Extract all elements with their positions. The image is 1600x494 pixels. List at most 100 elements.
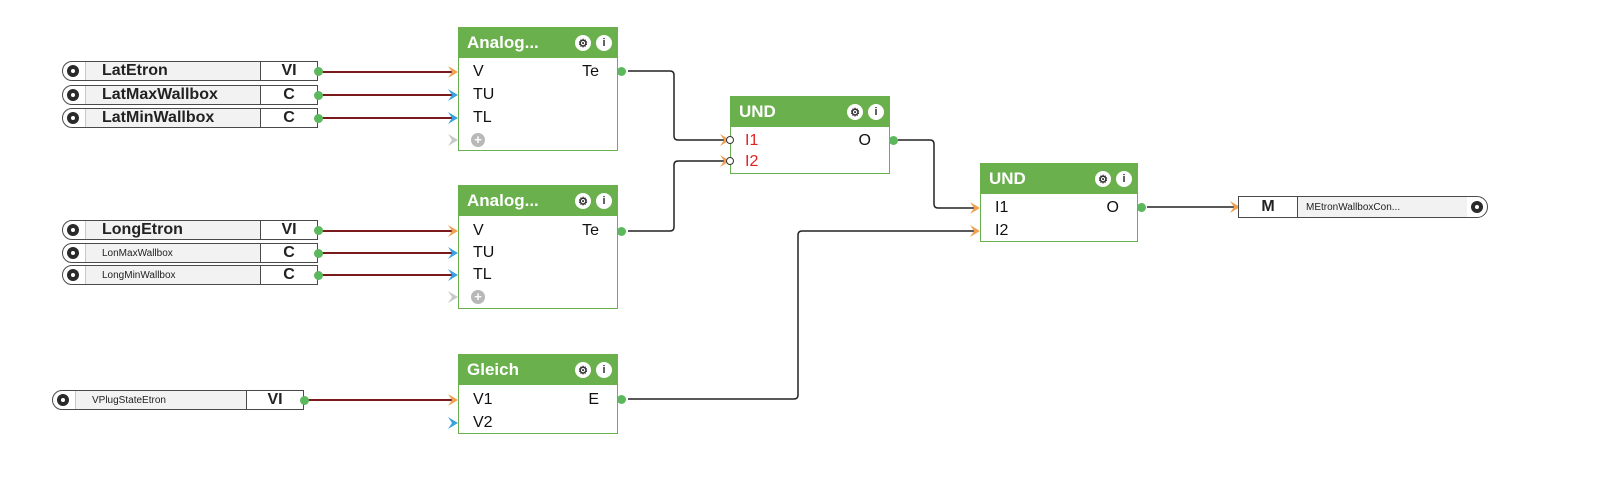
var-name: LatMinWallbox bbox=[85, 109, 260, 127]
output-pin[interactable] bbox=[617, 395, 626, 404]
var-type: VI bbox=[260, 62, 317, 80]
input-var-longminwallbox[interactable]: LongMinWallbox C bbox=[62, 265, 323, 285]
add-input-icon[interactable]: + bbox=[471, 133, 485, 147]
gear-icon[interactable]: ⚙ bbox=[575, 35, 591, 51]
output-var-metronwallbox[interactable]: M MEtronWallboxCon... bbox=[1238, 196, 1488, 218]
input-port-i1: I1 bbox=[995, 199, 1009, 216]
input-pin[interactable] bbox=[448, 112, 458, 124]
gear-icon[interactable] bbox=[67, 89, 79, 101]
var-name: VPlugStateEtron bbox=[75, 391, 246, 409]
input-port-i1: I1 bbox=[745, 132, 759, 149]
input-pin[interactable] bbox=[970, 225, 980, 237]
output-pin[interactable] bbox=[1137, 203, 1146, 212]
und-block-1[interactable]: UND ⚙ i I1 I2 O bbox=[730, 96, 890, 174]
input-pin[interactable] bbox=[970, 202, 980, 214]
gear-icon[interactable] bbox=[67, 269, 79, 281]
input-var-latmaxwallbox[interactable]: LatMaxWallbox C bbox=[62, 85, 323, 105]
input-var-vplugstateetron[interactable]: VPlugStateEtron VI bbox=[52, 390, 309, 410]
output-pin[interactable] bbox=[314, 91, 323, 100]
var-name: MEtronWallboxCon... bbox=[1298, 197, 1467, 217]
wire-analog1-und1[interactable] bbox=[628, 70, 727, 141]
gleich-block[interactable]: Gleich ⚙ i V1 V2 E bbox=[458, 354, 618, 434]
gear-icon[interactable] bbox=[67, 224, 79, 236]
input-pin[interactable] bbox=[448, 417, 458, 429]
block-header[interactable]: UND ⚙ i bbox=[731, 97, 889, 127]
negation-icon[interactable] bbox=[726, 157, 734, 165]
block-header[interactable]: Gleich ⚙ i bbox=[459, 355, 617, 385]
info-icon[interactable]: i bbox=[1116, 171, 1132, 187]
negation-icon[interactable] bbox=[726, 136, 734, 144]
block-title: Analog... bbox=[467, 191, 539, 210]
input-pin[interactable] bbox=[720, 155, 730, 167]
input-pin[interactable] bbox=[448, 394, 458, 406]
output-pin[interactable] bbox=[617, 67, 626, 76]
var-type: C bbox=[260, 266, 317, 284]
gear-icon[interactable]: ⚙ bbox=[847, 104, 863, 120]
output-pin[interactable] bbox=[314, 249, 323, 258]
analog-block-2[interactable]: Analog... ⚙ i V TU TL Te bbox=[458, 185, 618, 309]
info-icon[interactable]: i bbox=[596, 362, 612, 378]
input-pin[interactable] bbox=[448, 66, 458, 78]
block-title: UND bbox=[739, 102, 776, 121]
wire-und1-und2[interactable] bbox=[898, 139, 977, 209]
var-type: VI bbox=[246, 391, 303, 409]
gear-icon[interactable] bbox=[1471, 201, 1483, 213]
input-port-i2: I2 bbox=[995, 222, 1009, 239]
input-pin[interactable] bbox=[448, 225, 458, 237]
block-header[interactable]: UND ⚙ i bbox=[981, 164, 1137, 194]
gear-icon[interactable]: ⚙ bbox=[1095, 171, 1111, 187]
output-pin[interactable] bbox=[314, 114, 323, 123]
input-var-longetron[interactable]: LongEtron VI bbox=[62, 220, 323, 240]
analog-block-1[interactable]: Analog... ⚙ i V TU TL Te bbox=[458, 27, 618, 151]
input-pin[interactable] bbox=[448, 247, 458, 259]
block-header[interactable]: Analog... ⚙ i bbox=[459, 186, 617, 216]
var-name: LongEtron bbox=[85, 221, 260, 239]
input-port-tl: TL bbox=[473, 109, 492, 126]
input-port-tl: TL bbox=[473, 266, 492, 283]
gear-icon[interactable]: ⚙ bbox=[575, 362, 591, 378]
gear-icon[interactable] bbox=[57, 394, 69, 406]
output-pin[interactable] bbox=[300, 396, 309, 405]
input-pin[interactable] bbox=[448, 269, 458, 281]
gear-icon[interactable] bbox=[67, 247, 79, 259]
var-type: M bbox=[1239, 197, 1298, 217]
input-pin-empty[interactable] bbox=[448, 134, 458, 146]
input-port-v: V bbox=[473, 222, 484, 239]
add-input-icon[interactable]: + bbox=[471, 290, 485, 304]
var-name: LatEtron bbox=[85, 62, 260, 80]
gear-icon[interactable] bbox=[67, 112, 79, 124]
block-title: Gleich bbox=[467, 360, 519, 379]
info-icon[interactable]: i bbox=[596, 193, 612, 209]
block-header[interactable]: Analog... ⚙ i bbox=[459, 28, 617, 58]
var-name: LonMaxWallbox bbox=[85, 244, 260, 262]
gear-icon[interactable] bbox=[67, 65, 79, 77]
input-port-v2: V2 bbox=[473, 414, 493, 431]
output-pin[interactable] bbox=[617, 227, 626, 236]
input-var-latetron[interactable]: LatEtron VI bbox=[62, 61, 323, 81]
wire-gleich-und2[interactable] bbox=[628, 230, 977, 400]
output-port-e: E bbox=[588, 391, 599, 408]
gear-icon[interactable]: ⚙ bbox=[575, 193, 591, 209]
output-pin[interactable] bbox=[889, 136, 898, 145]
input-pin[interactable] bbox=[448, 89, 458, 101]
var-type: C bbox=[260, 86, 317, 104]
input-port-tu: TU bbox=[473, 86, 495, 103]
block-title: Analog... bbox=[467, 33, 539, 52]
output-port-o: O bbox=[1106, 199, 1119, 216]
und-block-2[interactable]: UND ⚙ i I1 I2 O bbox=[980, 163, 1138, 242]
var-type: VI bbox=[260, 221, 317, 239]
info-icon[interactable]: i bbox=[596, 35, 612, 51]
output-port-te: Te bbox=[582, 222, 599, 239]
output-pin[interactable] bbox=[314, 226, 323, 235]
input-pin-empty[interactable] bbox=[448, 291, 458, 303]
input-var-lonmaxwallbox[interactable]: LonMaxWallbox C bbox=[62, 243, 323, 263]
wire-analog2-und1[interactable] bbox=[628, 160, 727, 232]
output-pin[interactable] bbox=[314, 271, 323, 280]
input-pin[interactable] bbox=[1230, 201, 1240, 213]
info-icon[interactable]: i bbox=[868, 104, 884, 120]
input-var-latminwallbox[interactable]: LatMinWallbox C bbox=[62, 108, 323, 128]
input-pin[interactable] bbox=[720, 134, 730, 146]
output-pin[interactable] bbox=[314, 67, 323, 76]
output-port-te: Te bbox=[582, 63, 599, 80]
